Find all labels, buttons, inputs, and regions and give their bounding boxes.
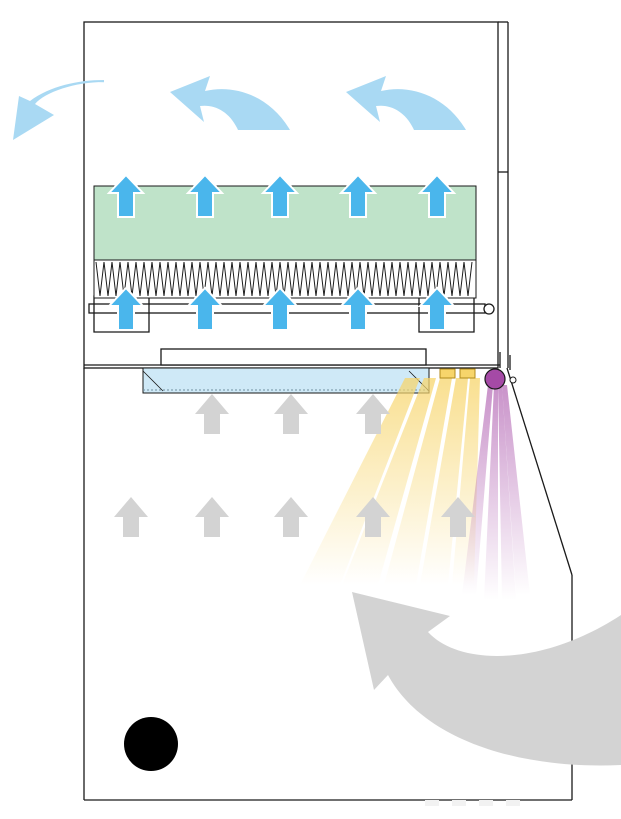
up-arrow-icon	[195, 497, 229, 537]
up-arrow-icon	[106, 173, 146, 218]
grill-plate	[160, 348, 427, 366]
light-beam	[300, 378, 420, 585]
light-beams	[300, 378, 530, 600]
up-arrow-icon	[356, 497, 390, 537]
base-foot	[425, 800, 439, 806]
up-arrow-icon	[338, 173, 378, 218]
led-lamp	[439, 368, 456, 379]
up-arrow-icon	[185, 173, 225, 218]
up-arrow-icon	[274, 497, 308, 537]
uv-beam	[498, 385, 516, 600]
up-arrow-icon	[114, 497, 148, 537]
base-foot	[506, 800, 520, 806]
uv-lamp	[484, 368, 506, 390]
intake-curved-arrow-icon	[352, 592, 621, 766]
light-beam	[384, 378, 452, 585]
blower-fan	[124, 717, 178, 771]
slanted-front-panel	[506, 367, 573, 576]
curved-arrow-icon	[13, 80, 104, 140]
base-feet	[425, 800, 520, 806]
up-arrow-icon	[356, 394, 390, 434]
base-foot	[452, 800, 466, 806]
up-arrow-icon	[338, 286, 378, 331]
up-arrow-icon	[185, 286, 225, 331]
curved-arrow-icon	[170, 76, 290, 130]
up-arrow-icon	[260, 286, 300, 331]
uv-beam	[462, 385, 493, 595]
filtered-airflow-arrows	[106, 173, 457, 331]
up-arrow-icon	[195, 394, 229, 434]
hepa-filter	[93, 185, 477, 261]
rail-end-knob	[483, 303, 495, 315]
light-beam	[420, 378, 468, 585]
fluorescent-light-tube	[142, 367, 430, 394]
room-air-arrows	[114, 394, 475, 537]
sash-pivot	[509, 376, 517, 384]
up-arrow-icon	[441, 497, 475, 537]
curved-arrow-icon	[346, 76, 466, 130]
exhaust-airflow-arrows	[13, 76, 466, 140]
light-tube-endcap-left	[142, 370, 164, 392]
up-arrow-icon	[106, 286, 146, 331]
up-arrow-icon	[417, 173, 457, 218]
up-arrow-icon	[417, 286, 457, 331]
up-arrow-icon	[274, 394, 308, 434]
base-foot	[479, 800, 493, 806]
up-arrow-icon	[260, 173, 300, 218]
uv-beam	[484, 385, 498, 600]
led-lamp	[459, 368, 476, 379]
uv-beam	[502, 385, 530, 595]
